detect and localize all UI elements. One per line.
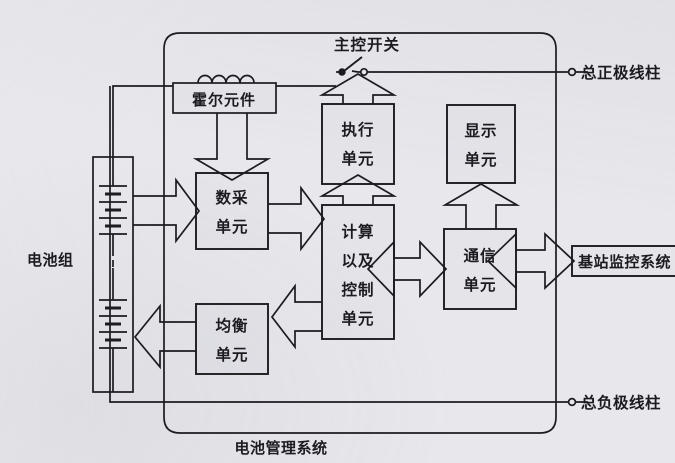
arrow-battery-to-acquisition: [133, 177, 201, 244]
block-control[interactable]: [321, 204, 395, 340]
arrow-comm-to-display: [441, 183, 521, 229]
battery-cell-symbol: [99, 157, 127, 392]
equalization-label-line1: 均衡: [215, 316, 248, 335]
arrow-equalization-to-battery: [133, 303, 196, 370]
equalization-label-line2: 单元: [215, 345, 248, 364]
main-switch-label: 主控开关: [334, 35, 400, 54]
communication-label-line2: 单元: [463, 275, 496, 294]
control-label-line2: 以及: [341, 252, 374, 270]
signal-arrows: [133, 73, 576, 370]
block-base-station-system[interactable]: [571, 245, 675, 277]
bms-system-label: 电池管理系统: [234, 439, 327, 457]
wire-negative-rail: [109, 86, 588, 403]
negative-terminal-label: 总负极线柱: [581, 393, 661, 412]
hall-element: [172, 74, 277, 114]
arrow-execution-to-switch: [318, 73, 398, 104]
arrow-control-comm-bidirectional: [366, 239, 448, 299]
negative-terminal-dot: [567, 397, 577, 407]
acquisition-label-line2: 单元: [215, 217, 248, 236]
inductor-coil-icon: [197, 74, 255, 84]
arrow-control-to-execution: [318, 174, 398, 205]
block-communication[interactable]: [443, 228, 517, 310]
block-equalization[interactable]: [195, 303, 269, 375]
arrow-control-to-equalization: [270, 283, 322, 350]
positive-terminal-label: 总正极线柱: [581, 63, 661, 82]
execution-label-line1: 执行: [341, 120, 374, 139]
hall-element-box: [172, 82, 277, 114]
display-label-line2: 单元: [464, 150, 497, 169]
display-label-line1: 显示: [464, 122, 497, 140]
control-label-line1: 计算: [341, 222, 374, 241]
bms-enclosure: [163, 32, 557, 434]
block-display[interactable]: [446, 104, 516, 184]
arrow-hall-to-acquisition: [192, 113, 272, 181]
arrow-comm-basestation-bidirectional: [486, 231, 576, 291]
main-switch-symbol[interactable]: [336, 56, 369, 77]
execution-label-line2: 单元: [341, 149, 374, 168]
acquisition-label-line1: 数采: [215, 188, 248, 207]
hall-element-label: 霍尔元件: [192, 91, 256, 109]
base-station-label: 基站监控系统: [577, 253, 671, 271]
battery-pack-label: 电池组: [27, 251, 74, 269]
block-execution[interactable]: [321, 103, 395, 185]
communication-label-line1: 通信: [463, 246, 496, 265]
arrow-acquisition-to-control: [268, 185, 326, 252]
block-data-acquisition[interactable]: [195, 172, 269, 250]
control-label-line4: 单元: [341, 309, 374, 328]
wire-switch-blade: [351, 70, 359, 73]
positive-terminal-dot: [567, 67, 577, 77]
control-label-line3: 控制: [341, 280, 374, 299]
